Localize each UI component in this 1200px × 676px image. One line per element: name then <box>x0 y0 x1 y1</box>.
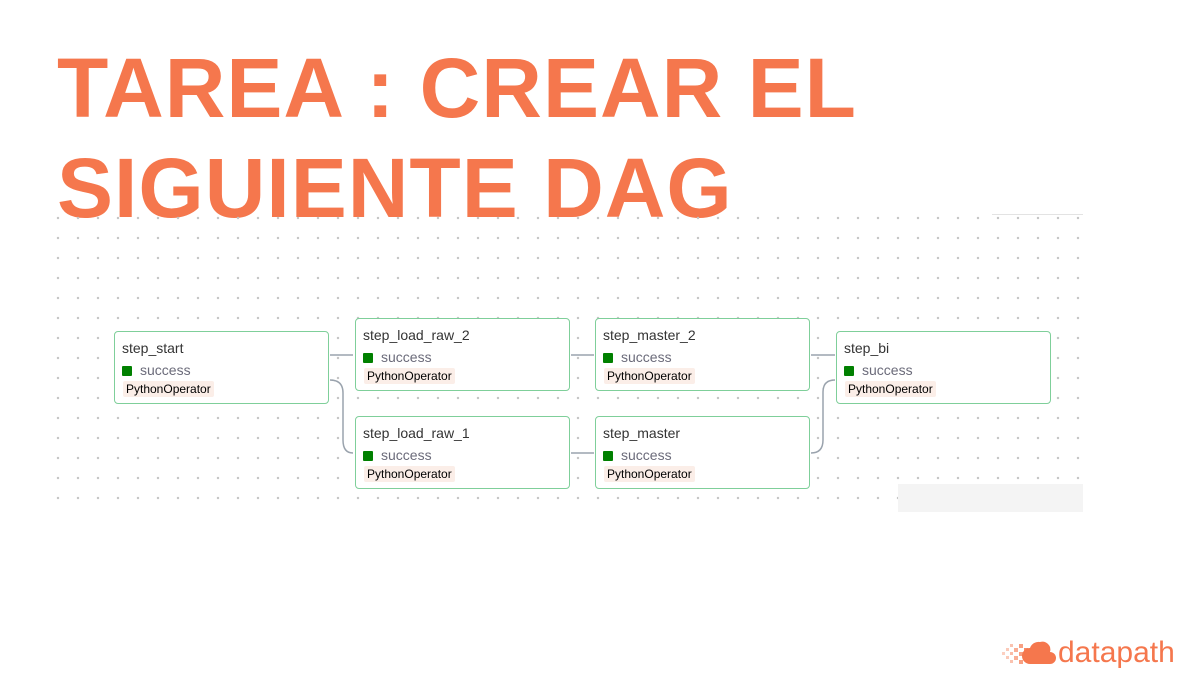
status-label: success <box>862 362 913 378</box>
task-name: step_master <box>603 425 681 441</box>
operator-badge: PythonOperator <box>364 466 455 482</box>
task-name: step_load_raw_1 <box>363 425 470 441</box>
status-square-icon <box>363 353 373 363</box>
operator-badge: PythonOperator <box>123 381 214 397</box>
title-line-1: TAREA : CREAR EL <box>57 41 857 135</box>
status-label: success <box>621 447 672 463</box>
status-label: success <box>381 349 432 365</box>
status-square-icon <box>844 366 854 376</box>
task-status: success <box>603 447 672 463</box>
status-label: success <box>621 349 672 365</box>
operator-badge: PythonOperator <box>845 381 936 397</box>
edge-master-to-bi <box>810 379 836 454</box>
cloud-pixel-icon <box>1002 641 1056 664</box>
status-square-icon <box>603 353 613 363</box>
status-square-icon <box>122 366 132 376</box>
task-status: success <box>844 362 913 378</box>
divider <box>992 214 1083 215</box>
task-status: success <box>122 362 191 378</box>
dag-node-step-load-raw-2[interactable]: step_load_raw_2 success PythonOperator <box>355 318 570 391</box>
dag-node-step-start[interactable]: step_start success PythonOperator <box>114 331 329 404</box>
task-name: step_start <box>122 340 184 356</box>
status-label: success <box>140 362 191 378</box>
task-name: step_master_2 <box>603 327 696 343</box>
operator-badge: PythonOperator <box>604 466 695 482</box>
status-label: success <box>381 447 432 463</box>
operator-badge: PythonOperator <box>364 368 455 384</box>
operator-badge: PythonOperator <box>604 368 695 384</box>
edge-start-to-load-raw-1 <box>329 379 354 454</box>
task-status: success <box>363 349 432 365</box>
dag-node-step-load-raw-1[interactable]: step_load_raw_1 success PythonOperator <box>355 416 570 489</box>
dag-node-step-master[interactable]: step_master success PythonOperator <box>595 416 810 489</box>
task-name: step_load_raw_2 <box>363 327 470 343</box>
dag-node-step-bi[interactable]: step_bi success PythonOperator <box>836 331 1051 404</box>
dag-node-step-master-2[interactable]: step_master_2 success PythonOperator <box>595 318 810 391</box>
task-status: success <box>603 349 672 365</box>
slide-title: TAREA : CREAR EL SIGUIENTE DAG <box>57 38 857 238</box>
graph-footer-panel <box>898 484 1083 512</box>
task-name: step_bi <box>844 340 890 356</box>
brand-name: datapath <box>1058 636 1175 669</box>
task-status: success <box>363 447 432 463</box>
status-square-icon <box>363 451 373 461</box>
status-square-icon <box>603 451 613 461</box>
